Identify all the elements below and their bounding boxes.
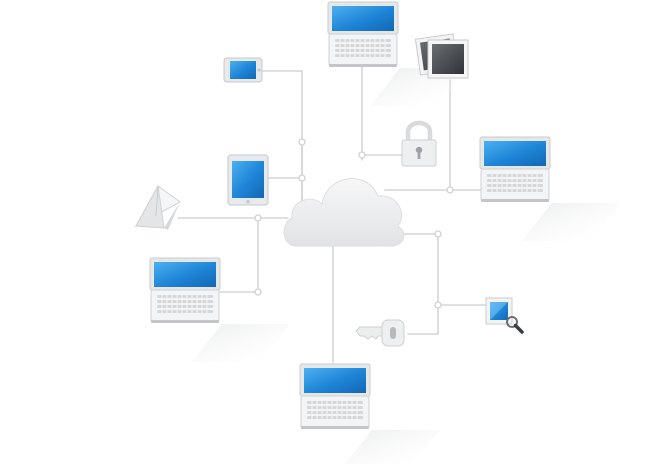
laptop-icon <box>299 363 441 464</box>
key-icon <box>355 319 405 347</box>
laptop-icon <box>149 257 291 363</box>
connector-lines <box>177 65 487 363</box>
tablet-icon <box>227 154 269 206</box>
magnifier-document-icon <box>485 297 524 334</box>
padlock-icon <box>401 120 437 167</box>
connector-junctions <box>254 138 454 309</box>
cloud-icon <box>283 178 405 247</box>
paper-plane-icon <box>134 184 181 230</box>
photo-stack-icon <box>414 33 469 79</box>
smartphone-icon <box>223 57 263 83</box>
laptop-icon <box>479 136 621 242</box>
